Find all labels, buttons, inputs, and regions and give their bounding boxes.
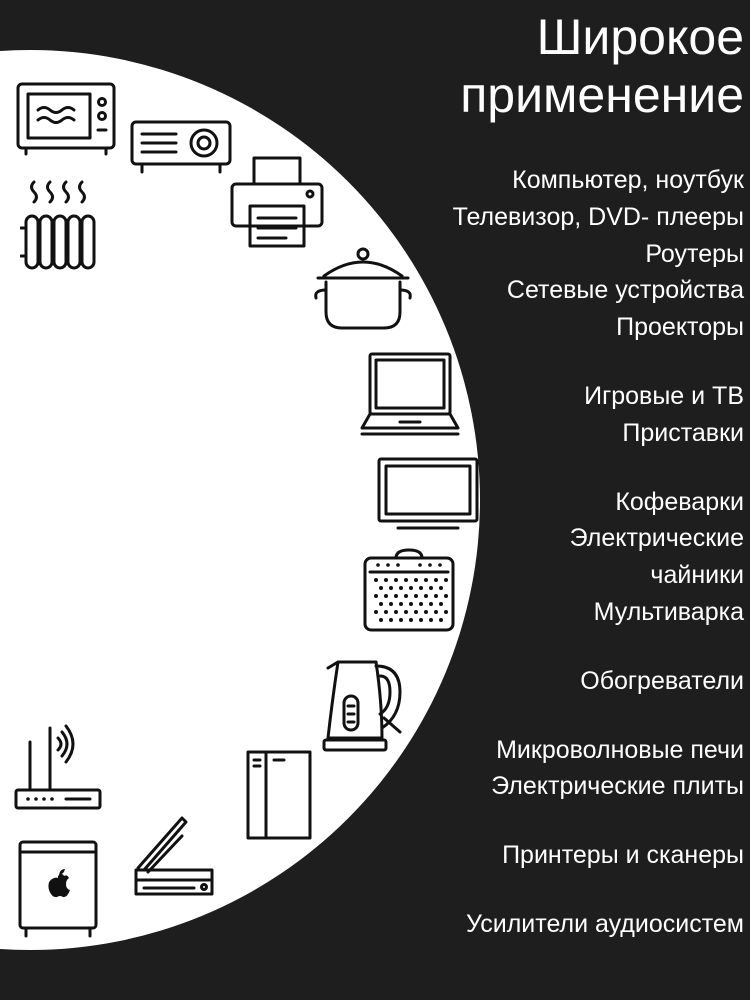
feature-item: Электрические bbox=[569, 524, 744, 553]
router-icon bbox=[14, 724, 104, 812]
feature-list: Компьютер, ноутбук Телевизор, DVD- плеер… bbox=[324, 162, 744, 943]
electric-kettle-icon bbox=[320, 652, 408, 754]
laptop-icon bbox=[360, 350, 460, 440]
projector-icon bbox=[130, 118, 232, 176]
feature-item: Обогреватели bbox=[580, 666, 744, 695]
feature-item: Телевизор, DVD- плееры bbox=[452, 202, 744, 231]
feature-item: Микроволновые печи bbox=[496, 735, 744, 764]
title-line-1: Широкое bbox=[536, 9, 744, 65]
mac-pro-icon bbox=[16, 838, 100, 938]
scanner-icon bbox=[132, 814, 216, 896]
printer-icon bbox=[230, 156, 324, 248]
pc-tower-icon bbox=[244, 748, 314, 842]
feature-item: Принтеры и сканеры bbox=[502, 841, 744, 870]
title-line-2: применение bbox=[460, 67, 744, 123]
feature-item: Компьютер, ноутбук bbox=[512, 166, 744, 194]
feature-item: Электрические плиты bbox=[491, 772, 744, 801]
microwave-icon bbox=[16, 82, 116, 156]
page-title: Широкое применение bbox=[460, 8, 744, 124]
feature-item: Усилители аудиосистем bbox=[466, 909, 744, 938]
feature-item: Мультиварка bbox=[593, 597, 744, 626]
radiator-icon bbox=[20, 178, 96, 272]
feature-item: Роутеры bbox=[645, 239, 744, 268]
amplifier-icon bbox=[362, 548, 456, 634]
tv-monitor-icon bbox=[376, 456, 480, 532]
feature-item: Сетевые устройства bbox=[506, 276, 744, 305]
cooking-pot-icon bbox=[312, 246, 414, 332]
feature-item: Кофеварки bbox=[615, 487, 744, 516]
feature-item: Приставки bbox=[622, 418, 744, 447]
feature-item: Проекторы bbox=[616, 313, 744, 342]
feature-item: чайники bbox=[650, 561, 744, 590]
feature-item: Игровые и ТВ bbox=[584, 381, 744, 410]
